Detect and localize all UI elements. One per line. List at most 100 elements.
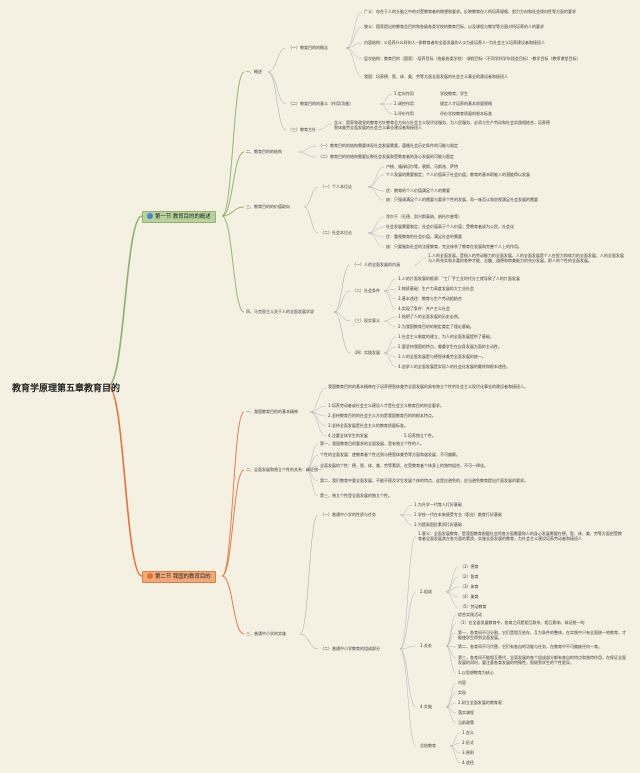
connector-line: [383, 278, 397, 292]
relation-item: 第一，我国教育目的要求的全面发展，是有独立个性的人。: [320, 441, 424, 446]
node-practice-development[interactable]: （四）实践发展: [352, 350, 380, 355]
task-item: 1.为升学一代育人打好基础: [414, 502, 462, 507]
connector-line: [309, 411, 327, 417]
connector-line: [399, 514, 413, 526]
connector-line: [449, 732, 461, 747]
individual-item: 优：教育的个人价值满足个人的需要: [386, 188, 450, 193]
spirit-item: 4.注重全体学生的发展: [328, 433, 368, 438]
branch-marxist-theory[interactable]: 四、马克思主义关于人的全面发展学说: [246, 309, 314, 314]
node-practice[interactable]: 4.实施: [420, 704, 432, 709]
connector-line: [383, 346, 397, 354]
branch-implementation[interactable]: 三、普通中小学的实施: [246, 631, 286, 636]
practice-item: 内容: [458, 680, 466, 685]
connector-line: [445, 682, 457, 708]
connector-line: [107, 215, 143, 387]
significance-item: 3.评价作用: [394, 111, 414, 116]
connector-line: [383, 290, 397, 300]
node-practical-significance[interactable]: （三）现实意义: [352, 318, 380, 323]
branch-development-relation[interactable]: 二、全面发展和独立个性的关系：辩证统一: [246, 467, 322, 472]
individual-item: 卢梭、福禄培尔等。裴斯、马斯洛、萨特: [386, 164, 458, 169]
connector-line: [379, 103, 393, 115]
connector-line: [297, 151, 317, 158]
node-summary[interactable]: 总结教育: [420, 743, 436, 748]
branch-structure[interactable]: 二、教育目的的结构: [246, 149, 282, 154]
node-composition[interactable]: 2.组成: [420, 589, 432, 594]
connector-line: [445, 645, 457, 648]
section-1-label: 第一节 教育目的的概述: [155, 214, 211, 220]
practice-item: 2.要坚持我国的特点，尊重学生在自身发展方面的主动性。: [398, 344, 502, 349]
connector-line: [445, 622, 457, 647]
connector-line: [399, 645, 417, 650]
connector-line: [445, 591, 459, 608]
connector-line: [367, 232, 385, 238]
significance-item: 2.为我国教育目的的制定奠定了理论基础。: [398, 324, 474, 329]
connector-line: [317, 123, 333, 131]
connector-line: [367, 226, 385, 234]
connector-line: [449, 742, 461, 747]
task-item: 2.学校一代在未来接受专业（职业）教育打好基础: [414, 512, 502, 517]
significance-item: 1.指明了人的全面发展的历史必然。: [398, 314, 462, 319]
relation-item: 第二，我们教育中要全面发展，不能不顾及学生发展个体的特点，这是应避免的，应当避免…: [320, 478, 528, 483]
section-2-node[interactable]: 第二节 我国的教育目的: [142, 571, 216, 583]
connector-line: [367, 174, 385, 188]
connector-line: [345, 47, 363, 78]
condition-item: 1.人的片面发展的根源：“工厂手工业时代分工就导致了人的片面发展: [398, 276, 520, 281]
relation-item: 综合实践活动: [458, 612, 482, 617]
connector-line: [445, 566, 459, 593]
section-1-node[interactable]: 第一节 教育目的的概述: [142, 211, 216, 223]
connector-line: [445, 706, 457, 724]
node-nature-tasks[interactable]: （一）普通中小学的性质与任务: [320, 512, 376, 517]
spirit-item-extra: 5.培养独立个性。: [404, 433, 436, 438]
connector-line: [221, 215, 245, 313]
summary-item: 3.原则: [462, 750, 474, 755]
connector-line: [309, 411, 327, 437]
connector-line: [449, 745, 461, 754]
social-item: 优：重视教育的社会价值，满足社会的需要: [386, 234, 462, 239]
connector-line: [333, 264, 351, 313]
node-social-conditions[interactable]: （二）社会条件: [352, 288, 380, 293]
node-relations[interactable]: 3.关系: [420, 643, 432, 648]
connector-line: [383, 290, 397, 310]
connector-line: [221, 575, 245, 635]
connector-line: [445, 692, 457, 708]
connector-line: [383, 288, 397, 292]
practice-item: 实现: [458, 690, 466, 695]
node-significance[interactable]: （二）教育目的的意义（作用/功能）: [288, 101, 354, 106]
task-item: 3.为提高国民素质打好基础: [414, 522, 462, 527]
connector-line: [367, 166, 385, 188]
relation-item: 全面发展的个性：德、智、体、美、劳等素质，在受教育者个体身上的独特组合，不可一律…: [320, 463, 488, 468]
condition-item: 4.实现了条件：共产主义社会: [398, 306, 450, 311]
node-concept[interactable]: （一）教育目的的概念: [288, 45, 328, 50]
root-node[interactable]: 教育学原理第五章教育目的: [12, 384, 121, 394]
social-item: 社会发展需要制定；社会价值高于个人价值；受教育者成为公民，社会化: [386, 224, 514, 229]
branch-overview[interactable]: 一、概述: [246, 69, 262, 74]
connector-line: [445, 702, 457, 708]
connector-line: [383, 352, 397, 358]
node-connotation[interactable]: （一）人的全面发展的内涵: [352, 262, 400, 267]
topic-icon: [147, 212, 153, 219]
connector-line: [221, 206, 245, 217]
connector-line: [267, 47, 287, 73]
connector-line: [333, 290, 351, 313]
node-policy[interactable]: （三）教育方针: [288, 127, 316, 132]
policy-text: 含义：国家和政党的教育方针教育总方向与社会主义现代化服务，为人民服务，必须与生产…: [334, 120, 550, 131]
branch-value-orientation[interactable]: 三、教育目的的价值取向: [246, 204, 290, 209]
practice-item: 4.追求人的全面发展是实现人的社会化发展的最终和根本途径。: [398, 364, 510, 369]
condition-item: 2.物质基础：生产力高度发展的大工业社会: [398, 286, 474, 291]
social-item: 缺：只要服务社会的法规教育，完全抹杀了教育在发展和完善个人上的作用。: [386, 244, 522, 249]
connector-line: [299, 633, 319, 650]
connector-line: [445, 614, 457, 647]
structure-item: （一）教育目的的结构需要体现社会发展需要，遵循社会历史条件的可能与限定: [318, 143, 458, 148]
connector-line: [267, 71, 287, 131]
node-components[interactable]: （二）普通中小学教育的组成部分: [320, 646, 380, 651]
connector-line: [309, 387, 327, 413]
connector-line: [267, 71, 287, 105]
spirit-item: 2.坚持教育目的的社会主义方向是我国教育目的的根本特点。: [328, 413, 436, 418]
branch-basic-spirit[interactable]: 一、我国教育目的的基本精神: [246, 409, 298, 414]
relation-item: 第三，独立个性是全面发展的独立个性。: [320, 493, 392, 498]
node-individual-theory[interactable]: （一）个人本位论: [320, 184, 352, 189]
connector-line: [379, 93, 393, 105]
node-social-theory[interactable]: （二）社会本位论: [320, 230, 352, 235]
condition-item: 3.基本途径：教育与生产劳动相结合: [398, 296, 462, 301]
